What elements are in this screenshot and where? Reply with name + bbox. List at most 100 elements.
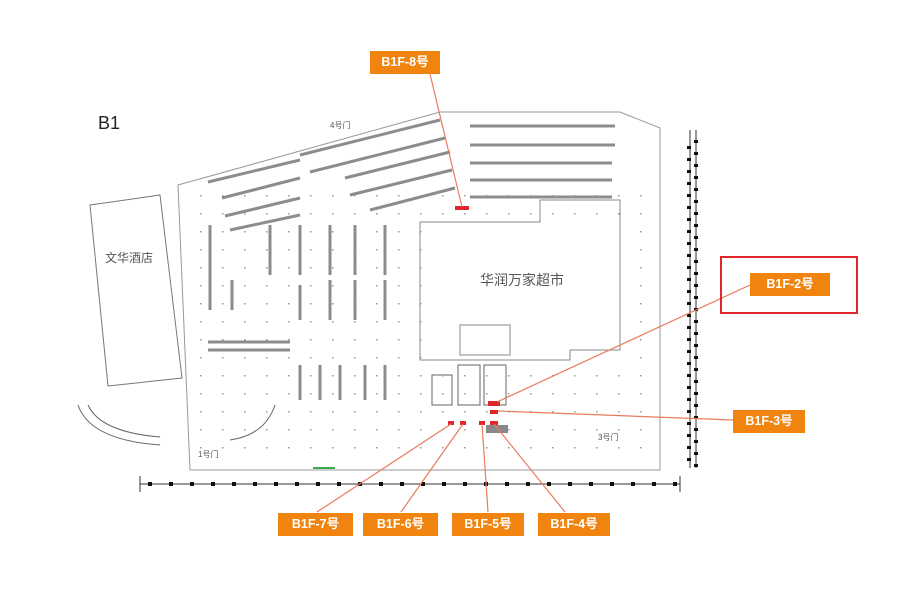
grid-column bbox=[266, 321, 268, 323]
dimension-tick bbox=[652, 482, 656, 486]
grid-column bbox=[464, 393, 466, 395]
grid-column bbox=[640, 249, 642, 251]
east-wall-dot bbox=[687, 350, 691, 353]
grid-column bbox=[200, 339, 202, 341]
east-wall-dot bbox=[687, 278, 691, 281]
grid-column bbox=[266, 285, 268, 287]
dimension-tick bbox=[673, 482, 677, 486]
grid-column bbox=[266, 339, 268, 341]
spot-marker-6 bbox=[460, 421, 466, 425]
grid-column bbox=[486, 375, 488, 377]
grid-column bbox=[442, 213, 444, 215]
grid-column bbox=[266, 447, 268, 449]
grid-column bbox=[398, 213, 400, 215]
grid-column bbox=[376, 321, 378, 323]
grid-column bbox=[354, 411, 356, 413]
grid-column bbox=[332, 195, 334, 197]
grid-column bbox=[244, 447, 246, 449]
east-wall-dot bbox=[694, 284, 698, 287]
grid-column bbox=[420, 303, 422, 305]
grid-column bbox=[354, 321, 356, 323]
grid-column bbox=[420, 321, 422, 323]
grid-column bbox=[486, 447, 488, 449]
grid-column bbox=[266, 231, 268, 233]
grid-column bbox=[288, 357, 290, 359]
grid-column bbox=[574, 393, 576, 395]
grid-column bbox=[618, 393, 620, 395]
grid-column bbox=[266, 357, 268, 359]
marker-label-b1f-3[interactable]: B1F-3号 bbox=[733, 410, 805, 433]
grid-column bbox=[530, 447, 532, 449]
grid-column bbox=[640, 267, 642, 269]
gate-4-label: 4号门 bbox=[330, 120, 350, 130]
entrance-arc-right bbox=[229, 404, 276, 441]
grid-column bbox=[244, 375, 246, 377]
grid-column bbox=[552, 429, 554, 431]
grid-column bbox=[398, 285, 400, 287]
grid-column bbox=[288, 231, 290, 233]
dimension-tick bbox=[421, 482, 425, 486]
east-wall-dot bbox=[687, 218, 691, 221]
grid-column bbox=[376, 285, 378, 287]
east-wall-dot bbox=[687, 230, 691, 233]
gate-3-label: 3号门 bbox=[598, 432, 618, 442]
grid-column bbox=[310, 357, 312, 359]
grid-column bbox=[376, 357, 378, 359]
grid-column bbox=[508, 213, 510, 215]
grid-column bbox=[640, 375, 642, 377]
grid-column bbox=[310, 231, 312, 233]
grid-column bbox=[574, 411, 576, 413]
east-wall-dot bbox=[687, 422, 691, 425]
east-wall-dot bbox=[694, 320, 698, 323]
east-wall-dot bbox=[694, 188, 698, 191]
grid-column bbox=[420, 195, 422, 197]
grid-column bbox=[640, 393, 642, 395]
grid-column bbox=[244, 303, 246, 305]
gate-1-label: 1号门 bbox=[198, 449, 218, 459]
grid-column bbox=[442, 375, 444, 377]
grid-column bbox=[486, 411, 488, 413]
east-wall-dot bbox=[694, 248, 698, 251]
east-wall-dot bbox=[694, 440, 698, 443]
marker-label-b1f-6[interactable]: B1F-6号 bbox=[363, 513, 438, 536]
marker-label-b1f-4[interactable]: B1F-4号 bbox=[538, 513, 610, 536]
grid-column bbox=[332, 303, 334, 305]
east-wall-dot bbox=[687, 326, 691, 329]
grid-column bbox=[464, 429, 466, 431]
grid-column bbox=[222, 195, 224, 197]
grid-column bbox=[640, 213, 642, 215]
east-wall-dot bbox=[687, 398, 691, 401]
dimension-tick bbox=[148, 482, 152, 486]
grid-column bbox=[640, 195, 642, 197]
dimension-tick bbox=[400, 482, 404, 486]
grid-column bbox=[244, 429, 246, 431]
grid-column bbox=[596, 429, 598, 431]
grid-column bbox=[398, 375, 400, 377]
grid-column bbox=[398, 357, 400, 359]
grid-column bbox=[398, 231, 400, 233]
grid-column bbox=[222, 429, 224, 431]
dimension-tick bbox=[547, 482, 551, 486]
dimension-ticks bbox=[148, 482, 677, 486]
grid-column bbox=[376, 375, 378, 377]
grid-column bbox=[200, 267, 202, 269]
grid-column bbox=[398, 195, 400, 197]
grid-column bbox=[398, 429, 400, 431]
east-wall-dot bbox=[687, 266, 691, 269]
grid-column bbox=[244, 249, 246, 251]
grid-column bbox=[398, 267, 400, 269]
marker-label-b1f-7[interactable]: B1F-7号 bbox=[278, 513, 353, 536]
east-wall-dot bbox=[694, 200, 698, 203]
marker-label-b1f-8[interactable]: B1F-8号 bbox=[370, 51, 440, 74]
grid-column bbox=[200, 411, 202, 413]
marker-label-b1f-2[interactable]: B1F-2号 bbox=[750, 273, 830, 296]
grid-column bbox=[420, 375, 422, 377]
dimension-tick bbox=[379, 482, 383, 486]
grid-column bbox=[508, 393, 510, 395]
marker-label-b1f-5[interactable]: B1F-5号 bbox=[452, 513, 524, 536]
dimension-tick bbox=[253, 482, 257, 486]
grid-column bbox=[640, 429, 642, 431]
grid-column bbox=[376, 303, 378, 305]
spot-marker-4 bbox=[490, 421, 498, 425]
grid-column bbox=[574, 447, 576, 449]
